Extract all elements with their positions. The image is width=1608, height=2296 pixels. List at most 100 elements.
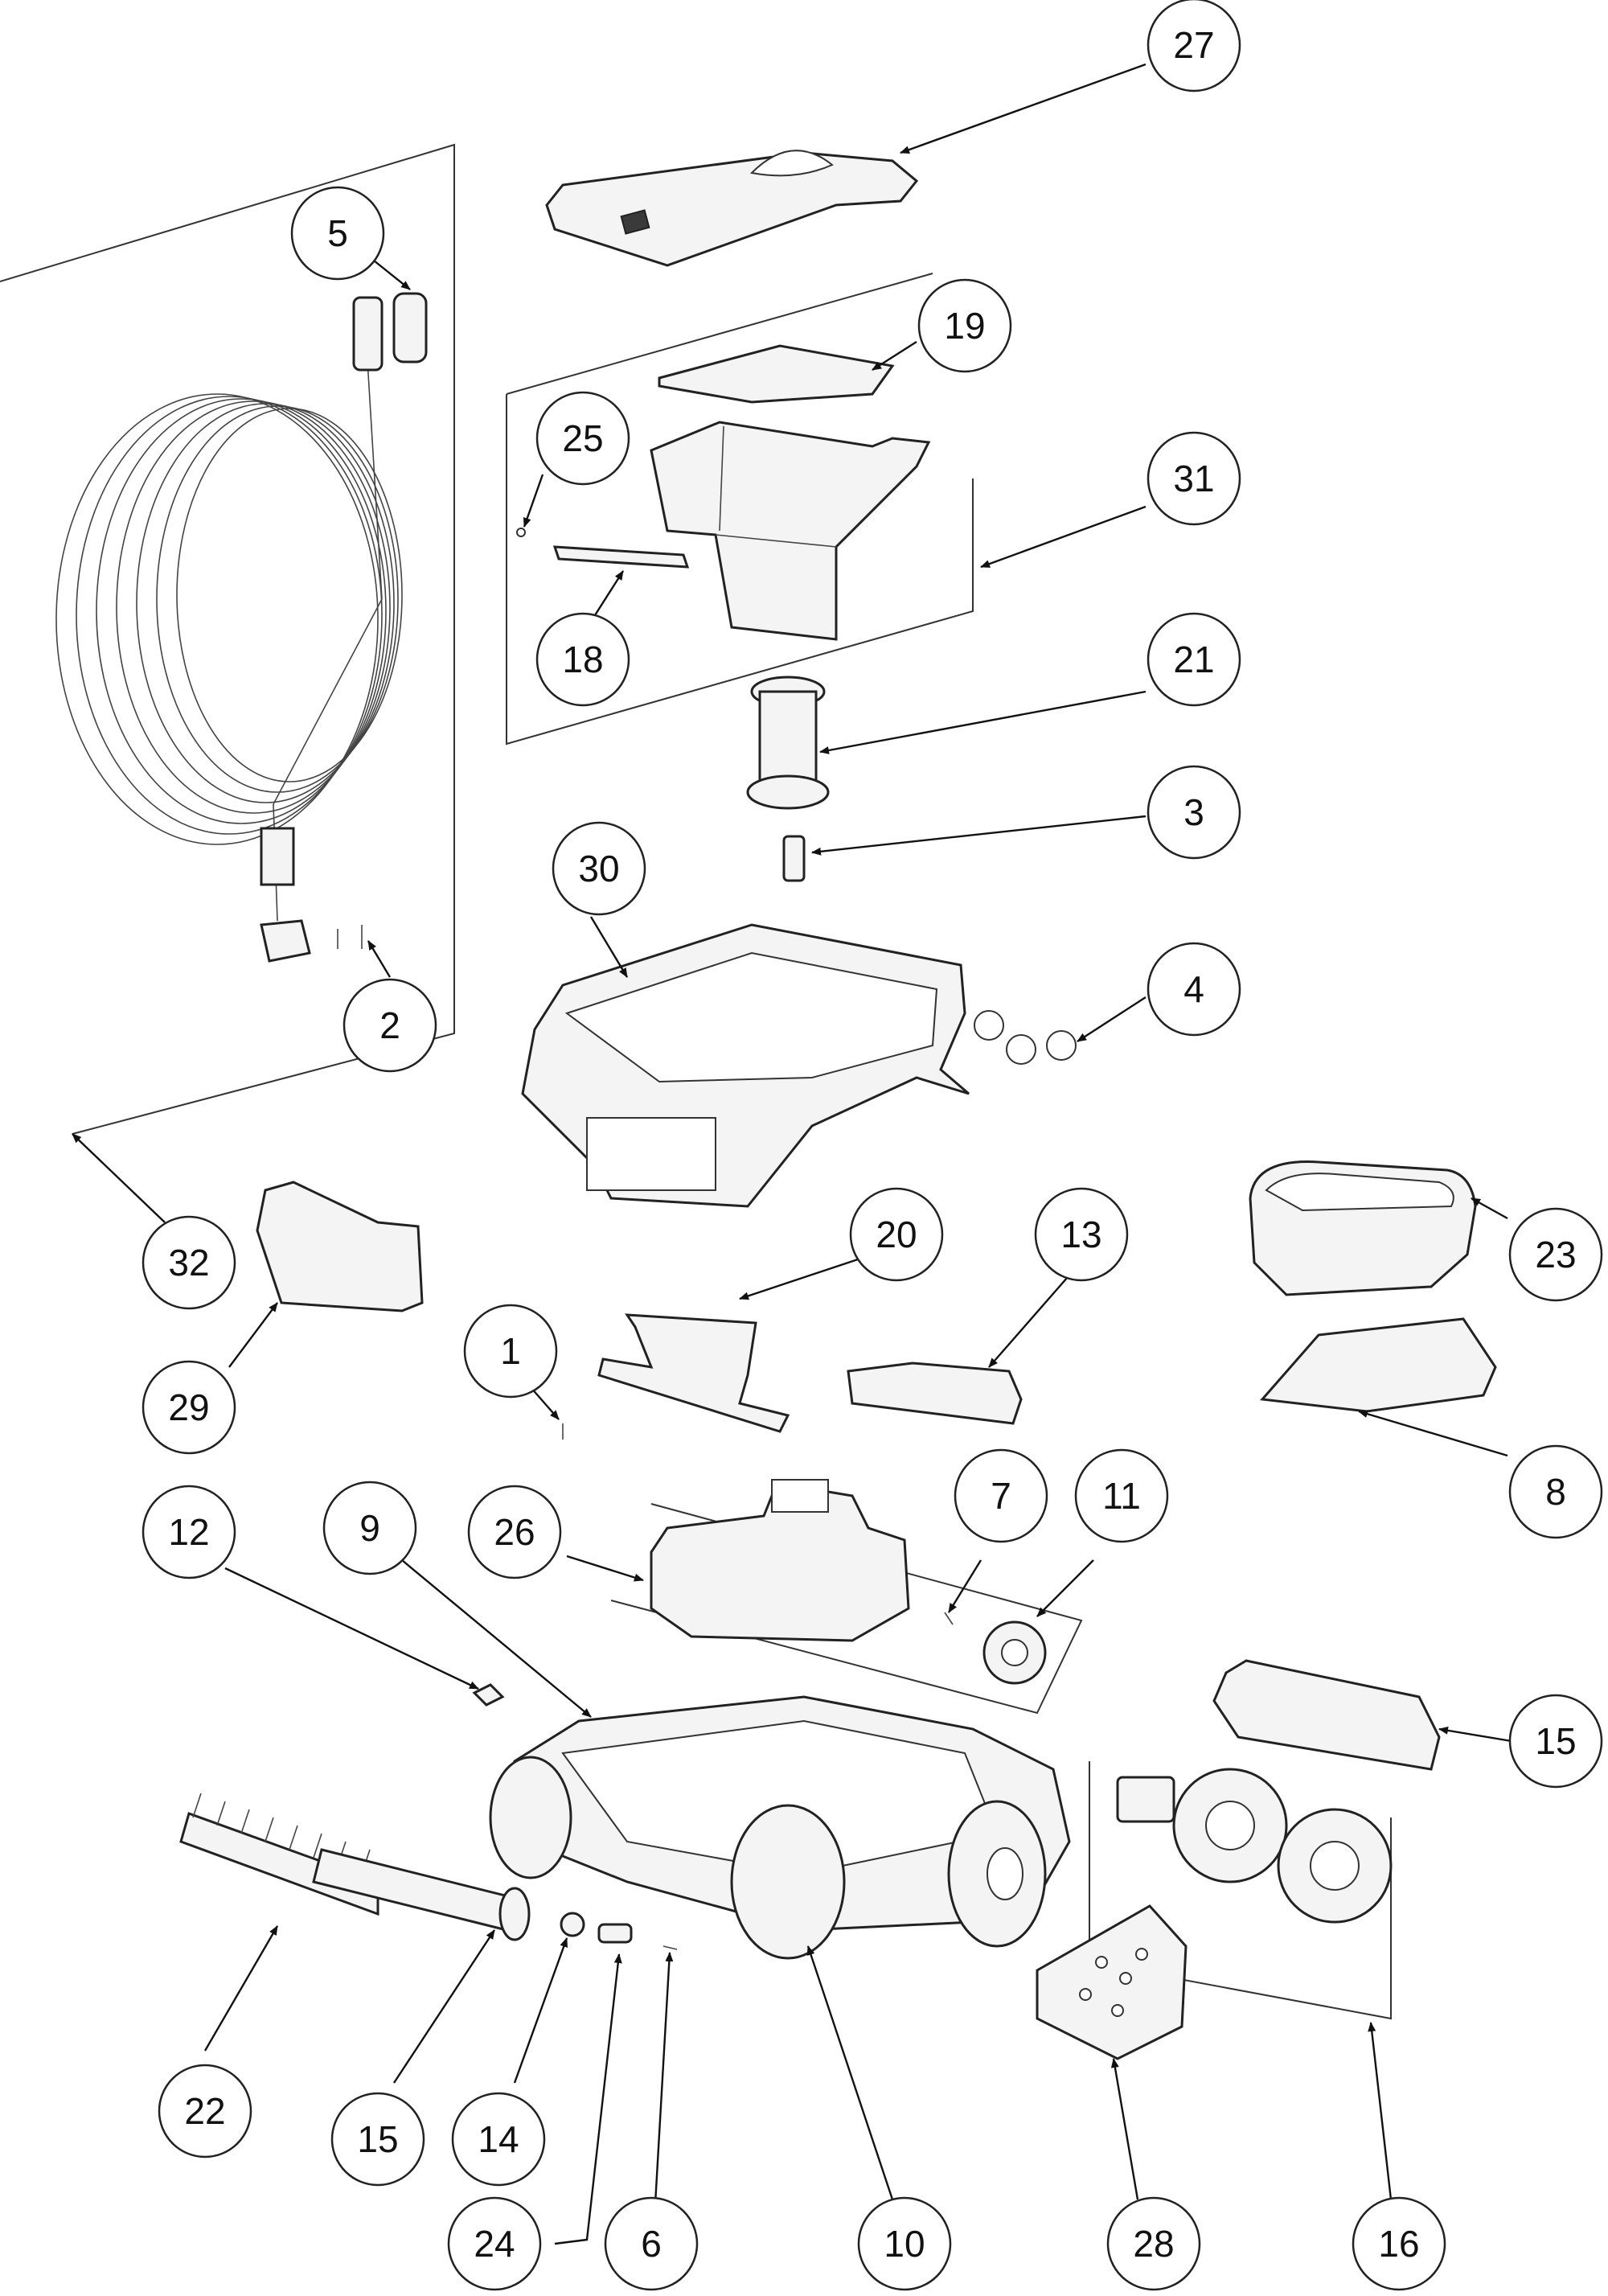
callout-32-label: 32 [168, 1242, 209, 1284]
leader-12 [224, 1567, 479, 1690]
callout-1: 1 [463, 1304, 558, 1399]
callout-22: 22 [158, 2064, 252, 2158]
callout-27-label: 27 [1173, 24, 1214, 66]
leader-1 [530, 1386, 560, 1420]
leader-5 [369, 257, 411, 290]
leader-7 [947, 1559, 982, 1613]
callout-5: 5 [290, 186, 385, 281]
leader-19 [872, 340, 917, 372]
filter-frame-part [658, 344, 895, 404]
callout-18: 18 [535, 612, 630, 707]
callout-11-label: 11 [1102, 1475, 1141, 1517]
washers-part [974, 1010, 1077, 1065]
callout-10-label: 10 [884, 2223, 925, 2265]
callout-16: 16 [1352, 2196, 1446, 2291]
callout-1-label: 1 [500, 1330, 521, 1372]
leader-14 [513, 1937, 568, 2084]
callout-23-label: 23 [1535, 1234, 1576, 1275]
callout-3: 3 [1147, 765, 1241, 860]
leader-29 [228, 1302, 278, 1368]
motor-part [650, 1479, 910, 1642]
leader-lines [72, 63, 1512, 2245]
clip-part [516, 528, 526, 537]
callout-31: 31 [1147, 431, 1241, 526]
leader-2 [367, 940, 392, 978]
leader-26 [566, 1555, 644, 1582]
leader-8 [1358, 1410, 1508, 1457]
callout-25: 25 [535, 391, 630, 486]
leader-16 [1368, 2022, 1393, 2200]
callout-31-label: 31 [1173, 458, 1214, 499]
callout-9-label: 9 [359, 1507, 380, 1549]
stand-part [1259, 1317, 1497, 1413]
callout-14-label: 14 [478, 2118, 519, 2160]
top-cover-part [545, 150, 919, 267]
callout-19-label: 19 [944, 305, 985, 347]
callout-4: 4 [1147, 942, 1241, 1037]
callout-5-label: 5 [327, 212, 348, 254]
callout-26: 26 [467, 1485, 562, 1579]
leader-23 [1471, 1197, 1508, 1220]
leader-20 [739, 1257, 861, 1300]
callout-21-label: 21 [1173, 639, 1214, 680]
front-plate-part [1036, 1904, 1188, 2060]
caddy-part [256, 1181, 424, 1312]
callout-6: 6 [604, 2196, 699, 2291]
leader-31 [980, 505, 1147, 569]
callout-15-left: 15 [330, 2092, 425, 2187]
callout-21: 21 [1147, 612, 1241, 707]
callout-11: 11 [1074, 1448, 1169, 1543]
callout-18-label: 18 [562, 639, 603, 680]
callout-15-left-label: 15 [357, 2118, 398, 2160]
bracket-part [847, 1362, 1023, 1425]
callout-20-label: 20 [876, 1214, 917, 1255]
pin-part [944, 1612, 954, 1625]
leader-27 [900, 63, 1147, 154]
leader-4 [1077, 996, 1147, 1043]
chassis-part [489, 1695, 1071, 1960]
main-body-part [521, 923, 970, 1208]
callout-27: 27 [1147, 0, 1241, 92]
leader-30 [589, 916, 629, 978]
leader-32 [72, 1133, 166, 1223]
wheel-hub-part [1116, 1768, 1393, 1924]
sleeve-part [597, 1923, 633, 1944]
leader-18 [593, 570, 625, 616]
leader-6 [654, 1952, 674, 2204]
brush-part [179, 1793, 379, 1916]
callout-22-label: 22 [184, 2090, 225, 2132]
callout-7-label: 7 [991, 1475, 1011, 1517]
filter-basket-part [650, 421, 931, 641]
callout-14: 14 [451, 2092, 546, 2187]
power-supply-part [1249, 1160, 1477, 1296]
callout-9: 9 [322, 1481, 417, 1575]
callout-19: 19 [917, 278, 1012, 373]
leader-13 [988, 1270, 1074, 1368]
callout-32: 32 [142, 1215, 236, 1310]
valve-part [782, 835, 806, 882]
callout-8: 8 [1508, 1444, 1603, 1539]
leader-25 [523, 474, 544, 528]
callout-24-label: 24 [474, 2223, 515, 2265]
callout-12-label: 12 [168, 1511, 209, 1553]
brush-roller-part [312, 1848, 531, 1941]
filter-strip-part [552, 545, 690, 569]
callout-3-label: 3 [1183, 791, 1204, 833]
track-wheel-part [947, 1800, 1047, 1948]
callout-2-label: 2 [379, 1004, 400, 1046]
callout-15-right-label: 15 [1535, 1720, 1576, 1762]
callout-8-label: 8 [1545, 1471, 1566, 1513]
cable-coil-part [55, 292, 428, 963]
leader-15a [1438, 1726, 1512, 1743]
callout-13: 13 [1034, 1187, 1129, 1282]
small-pin-part [662, 1945, 678, 1950]
callout-10: 10 [857, 2196, 952, 2291]
callout-28: 28 [1106, 2196, 1201, 2291]
callout-30: 30 [552, 821, 646, 916]
leader-15b [392, 1929, 496, 2084]
callout-16-label: 16 [1378, 2223, 1419, 2265]
leader-22 [203, 1925, 279, 2052]
callout-12: 12 [142, 1485, 236, 1579]
gear-part [982, 1620, 1047, 1685]
intake-part [597, 1313, 790, 1433]
